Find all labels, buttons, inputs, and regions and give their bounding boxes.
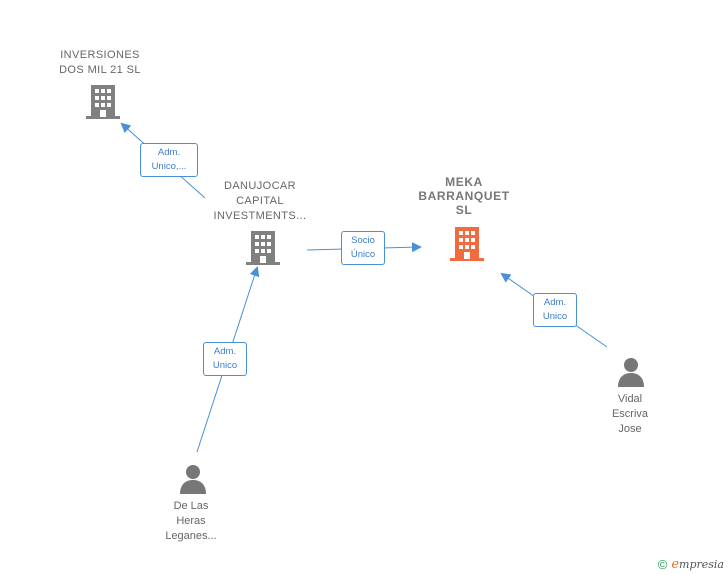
node-label-line: Heras: [176, 515, 206, 527]
edge-label-line: Único: [350, 249, 376, 260]
node-label-line: INVESTMENTS...: [213, 210, 307, 222]
building-icon[interactable]: [450, 225, 484, 261]
node-label-line: SL: [455, 203, 473, 217]
building-icon[interactable]: [246, 229, 280, 265]
edge-label-line: Unico,...: [151, 161, 187, 172]
footer-brand[interactable]: © empresia: [658, 557, 724, 572]
edge-label-line: Adm.: [213, 346, 237, 357]
edge-label-delasheras-danujocar[interactable]: Adm. Unico: [203, 342, 247, 376]
node-label-danujocar[interactable]: DANUJOCAR CAPITAL INVESTMENTS...: [195, 179, 325, 224]
node-label-inversiones[interactable]: INVERSIONES DOS MIL 21 SL: [40, 48, 160, 78]
person-icon[interactable]: [178, 464, 208, 494]
node-label-vidal[interactable]: Vidal Escriva Jose: [590, 392, 670, 437]
node-label-line: INVERSIONES: [60, 49, 140, 61]
node-label-line: De Las: [173, 500, 209, 512]
edge-label-vidal-meka[interactable]: Adm. Unico: [533, 293, 577, 327]
node-label-line: CAPITAL: [236, 195, 284, 207]
edge-label-line: Socio: [351, 235, 375, 246]
edge-label-line: Unico: [212, 360, 238, 371]
node-label-line: DOS MIL 21 SL: [59, 64, 141, 76]
edge-label-line: Unico: [542, 311, 568, 322]
node-label-meka[interactable]: MEKA BARRANQUET SL: [404, 175, 524, 217]
edge-label-danujocar-meka[interactable]: Socio Único: [341, 231, 385, 265]
building-icon[interactable]: [86, 83, 120, 119]
node-label-line: Leganes...: [165, 530, 217, 542]
person-icon[interactable]: [616, 357, 646, 387]
node-label-line: Vidal: [617, 393, 643, 405]
copyright-icon: ©: [657, 557, 668, 572]
node-label-line: MEKA: [445, 175, 483, 189]
node-label-line: Jose: [618, 423, 642, 435]
node-label-line: DANUJOCAR: [223, 180, 297, 192]
edge-label-danujocar-inversiones[interactable]: Adm. Unico,...: [140, 143, 198, 177]
edge-label-line: Adm.: [157, 147, 181, 158]
brand-logo: empresia: [671, 557, 724, 572]
brand-name: mpresia: [679, 558, 724, 571]
node-label-line: BARRANQUET: [418, 189, 510, 203]
node-label-delasheras[interactable]: De Las Heras Leganes...: [145, 499, 237, 544]
edge-label-line: Adm.: [543, 297, 567, 308]
node-label-line: Escriva: [611, 408, 649, 420]
brand-initial: e: [671, 557, 680, 572]
